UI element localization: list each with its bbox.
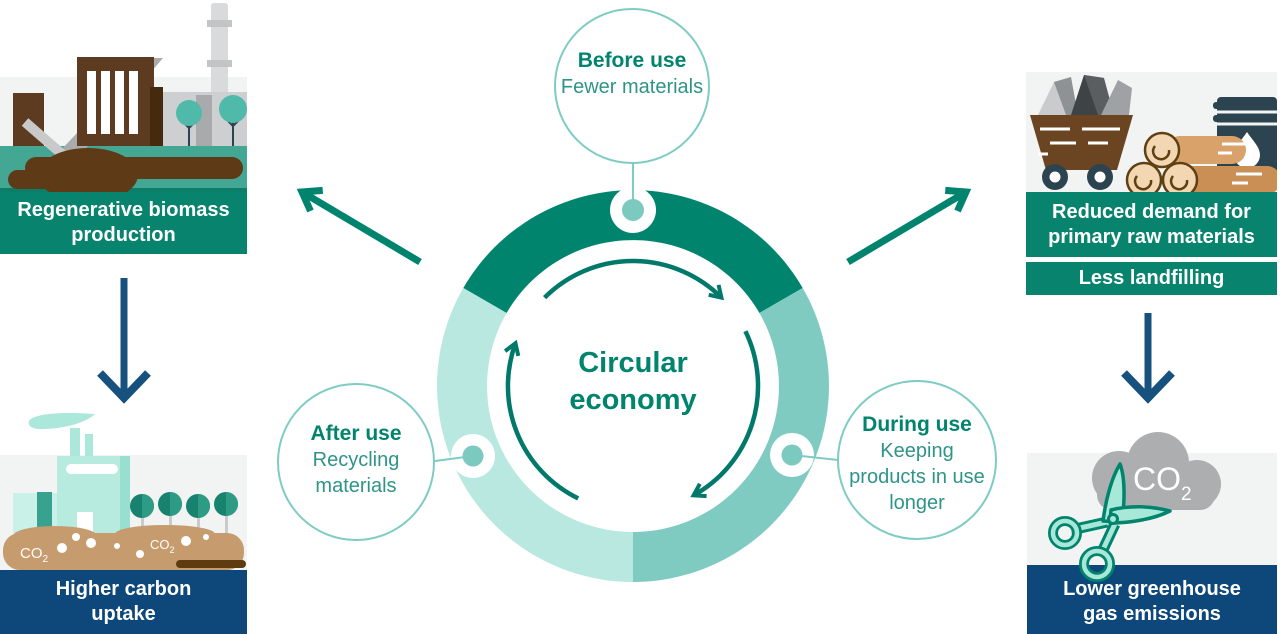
ring-segment-during-use bbox=[633, 288, 829, 582]
down-arrow-left-icon bbox=[97, 278, 151, 404]
trees-icon bbox=[176, 95, 247, 150]
landfilling-line1: Less landfilling bbox=[1078, 267, 1225, 289]
during-use-desc-line3: longer bbox=[889, 492, 945, 514]
ring-nodes bbox=[451, 187, 814, 478]
emissions-illustration: CO2 bbox=[1027, 432, 1277, 582]
carbon-uptake-illustration: CO2 CO2 bbox=[0, 412, 247, 570]
log-pile-icon bbox=[8, 148, 243, 192]
ring-segment-after-use bbox=[437, 288, 633, 582]
emissions-line1: Lower greenhouse bbox=[1063, 577, 1241, 600]
soil-icon: CO2 CO2 bbox=[3, 525, 246, 570]
raw-materials-label: Reduced demand for primary raw materials bbox=[1026, 192, 1277, 257]
during-use-title: During use bbox=[862, 413, 972, 436]
down-arrow-right-icon bbox=[1121, 313, 1175, 404]
green-factory-icon bbox=[13, 428, 130, 533]
factory-icon bbox=[13, 57, 163, 146]
before-use-desc: Fewer materials bbox=[560, 76, 704, 98]
cloud-co2-text: CO2 bbox=[1133, 461, 1192, 505]
biomass-illustration bbox=[0, 3, 247, 192]
diagram-title-line2: economy bbox=[569, 384, 697, 416]
biomass-label-line2: production bbox=[71, 224, 176, 246]
scissors-icon bbox=[1048, 462, 1172, 582]
up-left-arrow-icon bbox=[296, 186, 422, 266]
during-use-desc-line2: products in use bbox=[849, 466, 985, 488]
biomass-label-line1: Regenerative biomass bbox=[17, 199, 230, 221]
trees-icon bbox=[130, 492, 238, 536]
before-use-title: Before use bbox=[577, 49, 687, 72]
carbon-label-line2: uptake bbox=[91, 603, 156, 625]
panel-biomass: Regenerative biomass production bbox=[0, 0, 247, 254]
logs-icon bbox=[1125, 131, 1277, 192]
raw-materials-line1: Reduced demand for bbox=[1052, 200, 1251, 223]
ring-segment-before-use bbox=[463, 190, 803, 313]
emissions-label: Lower greenhouse gas emissions bbox=[1027, 565, 1277, 634]
during-use-desc-line1: Keeping bbox=[880, 440, 954, 462]
stage-during-use: During use Keeping products in use longe… bbox=[837, 380, 997, 540]
after-use-title: After use bbox=[310, 422, 402, 445]
soil-co2-text: CO2 bbox=[20, 545, 49, 565]
carbon-uptake-label: Higher carbon uptake bbox=[0, 570, 247, 634]
raw-materials-line2: primary raw materials bbox=[1048, 225, 1255, 248]
panel-carbon-uptake: CO2 CO2 Higher carbon uptake bbox=[0, 412, 247, 634]
diagram-title-line1: Circular bbox=[578, 347, 688, 379]
biomass-label: Regenerative biomass production bbox=[0, 192, 247, 254]
leaf-smoke-icon bbox=[28, 412, 95, 430]
after-use-desc-line1: Recycling bbox=[312, 449, 400, 471]
panel-emissions: Lower greenhouse gas emissions CO2 bbox=[1027, 420, 1277, 634]
connector-dots bbox=[462, 199, 803, 467]
panel-raw-materials: Reduced demand for primary raw materials… bbox=[1026, 72, 1277, 295]
rocks-icon bbox=[1038, 75, 1132, 115]
stage-before-use: Before use Fewer materials bbox=[554, 8, 710, 164]
diagram-title: Circular economy bbox=[513, 345, 753, 419]
mine-cart-icon bbox=[1030, 115, 1133, 190]
landfilling-label: Less landfilling bbox=[1026, 262, 1277, 295]
after-use-desc-line2: materials bbox=[315, 475, 397, 497]
soil-co2-text: CO2 bbox=[150, 537, 175, 555]
up-right-arrow-icon bbox=[846, 186, 972, 266]
raw-materials-illustration bbox=[1026, 72, 1277, 192]
emissions-line2: gas emissions bbox=[1083, 602, 1221, 625]
stage-after-use: After use Recycling materials bbox=[277, 383, 435, 541]
carbon-label-line1: Higher carbon bbox=[55, 578, 192, 600]
